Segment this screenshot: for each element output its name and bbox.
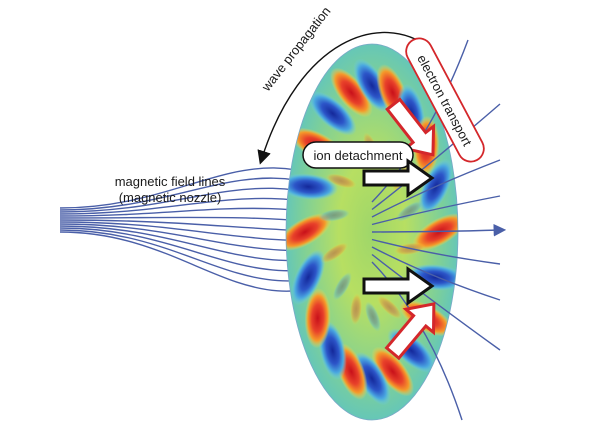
field-line bbox=[371, 103, 501, 211]
mode-lobe-cold bbox=[286, 173, 339, 200]
mode-lobe-hot bbox=[286, 213, 332, 251]
inner-mode-lobe bbox=[325, 173, 357, 189]
mode-lobe-hot bbox=[371, 346, 414, 397]
inner-mode-lobe bbox=[332, 272, 352, 301]
field-line bbox=[371, 246, 501, 301]
inner-mode-lobe bbox=[364, 301, 381, 332]
mode-lobe-cold bbox=[291, 249, 326, 306]
field-line bbox=[371, 261, 463, 421]
field-line bbox=[371, 238, 501, 265]
field-line bbox=[371, 159, 501, 218]
mode-lobe-cold bbox=[308, 91, 357, 136]
ion-arrow-top bbox=[362, 158, 435, 198]
field-line bbox=[371, 253, 501, 351]
electron-arrow-top bbox=[385, 97, 436, 157]
field-lines-diverging bbox=[371, 39, 507, 421]
inner-mode-lobe bbox=[320, 242, 349, 264]
mode-lobe-hot bbox=[330, 67, 373, 118]
field-line bbox=[371, 223, 507, 237]
ion-detachment-badge: ion detachment bbox=[302, 141, 414, 169]
ion-detachment-label: ion detachment bbox=[314, 148, 403, 163]
field-lines-sublabel: (magnetic nozzle) bbox=[119, 190, 222, 205]
wave-propagation-arrow bbox=[257, 31, 431, 165]
ion-arrow-bottom bbox=[362, 266, 435, 306]
electron-arrow-bottom bbox=[384, 302, 436, 361]
mode-lobe-hot bbox=[304, 288, 331, 349]
inner-mode-lobe bbox=[349, 293, 363, 326]
inner-mode-lobe bbox=[377, 295, 403, 320]
field-line bbox=[371, 195, 501, 226]
inner-mode-lobe bbox=[318, 208, 350, 222]
field-lines-label: magnetic field lines bbox=[115, 174, 226, 189]
